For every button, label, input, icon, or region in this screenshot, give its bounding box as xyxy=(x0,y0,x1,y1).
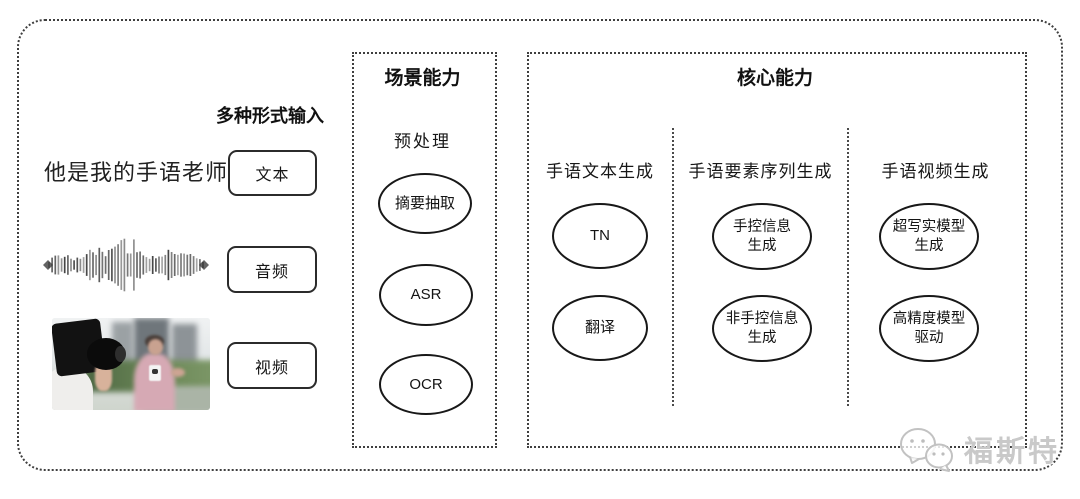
node-hyperrealistic-model-generation: 超写实模型 生成 xyxy=(879,203,979,270)
column-header-sign-text: 手语文本生成 xyxy=(546,162,654,181)
watermark-text: 福斯特 xyxy=(964,436,1061,468)
sample-input-text: 他是我的手语老师 xyxy=(44,160,229,185)
photo-reporter-body xyxy=(134,352,176,410)
scene-capability-box xyxy=(352,52,497,448)
node-manual-info-generation: 手控信息 生成 xyxy=(712,203,812,270)
input-type-audio-box: 音频 xyxy=(227,246,317,293)
video-thumbnail xyxy=(52,318,210,410)
photo-reporter-hand xyxy=(170,367,185,377)
column-divider xyxy=(672,128,674,406)
node-summary-extraction: 摘要抽取 xyxy=(378,173,472,234)
node-ocr: OCR xyxy=(379,354,473,415)
audio-waveform xyxy=(43,238,209,292)
photo-building xyxy=(172,323,198,366)
node-tn: TN xyxy=(552,203,648,269)
node-non-manual-info-generation: 非手控信息 生成 xyxy=(712,295,812,362)
preprocess-label: 预处理 xyxy=(394,132,451,151)
core-capability-title: 核心能力 xyxy=(736,68,813,89)
wechat-icon xyxy=(900,428,953,472)
core-capability-box xyxy=(527,52,1027,448)
input-type-video-box: 视频 xyxy=(227,342,317,389)
input-type-text-label: 文本 xyxy=(255,167,290,184)
outer-frame xyxy=(17,19,1063,471)
input-section-title: 多种形式输入 xyxy=(216,106,324,126)
input-type-video-label: 视频 xyxy=(254,359,289,377)
input-type-text-box: 文本 xyxy=(228,150,317,196)
node-translation: 翻译 xyxy=(552,295,648,361)
node-high-precision-model-driving: 高精度模型 驱动 xyxy=(879,295,979,362)
column-header-sign-element-sequence: 手语要素序列生成 xyxy=(688,162,833,181)
photo-reporter-face xyxy=(147,339,163,355)
input-type-audio-label: 音频 xyxy=(254,263,289,281)
watermark: 福斯特 xyxy=(896,423,1060,475)
column-header-sign-video: 手语视频生成 xyxy=(881,162,990,181)
node-asr: ASR xyxy=(379,264,473,326)
scene-capability-title: 场景能力 xyxy=(384,68,461,89)
column-divider xyxy=(847,128,849,406)
photo-camera-lens-ring xyxy=(115,345,127,363)
photo-microphone-logo xyxy=(152,368,158,375)
